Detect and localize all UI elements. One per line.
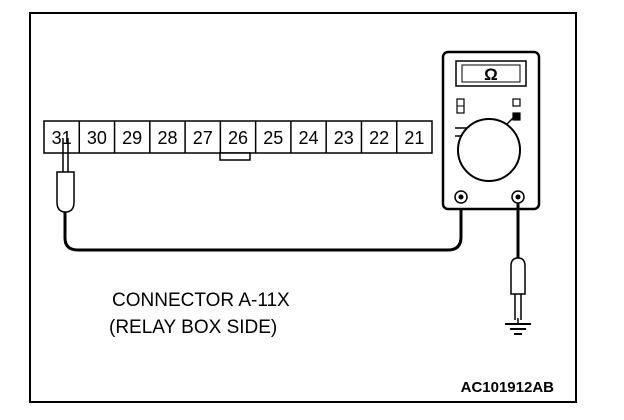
pin-label-27: 27 (193, 128, 213, 148)
meter-display-reading: Ω (484, 65, 498, 84)
connector-caption: CONNECTOR A-11X (112, 290, 290, 311)
pin-label-21: 21 (404, 128, 424, 148)
pin-label-29: 29 (122, 128, 142, 148)
connector-a-11x: 31 30 29 28 27 26 25 24 23 22 21 (43, 120, 433, 161)
connector-side-caption: (RELAY BOX SIDE) (109, 317, 277, 338)
pin-label-24: 24 (299, 128, 319, 148)
pin-label-31: 31 (52, 128, 72, 148)
ground-symbol (505, 318, 531, 335)
connector-lock-tab (219, 152, 251, 161)
pin-label-30: 30 (87, 128, 107, 148)
pin-label-26: 26 (228, 128, 248, 148)
figure-code: AC101912AB (461, 379, 555, 396)
meter-selector-dial (457, 118, 521, 182)
meter-switch-right-top (512, 98, 521, 107)
test-lead-wire (63, 196, 463, 252)
pin-label-28: 28 (157, 128, 177, 148)
meter-switch-right-bottom (512, 112, 521, 121)
pin-label-25: 25 (263, 128, 283, 148)
pin-label-23: 23 (334, 128, 354, 148)
ohmmeter: Ω (441, 50, 541, 211)
test-probe-ground (510, 203, 526, 320)
pin-label-22: 22 (369, 128, 389, 148)
figure-frame (29, 12, 577, 403)
